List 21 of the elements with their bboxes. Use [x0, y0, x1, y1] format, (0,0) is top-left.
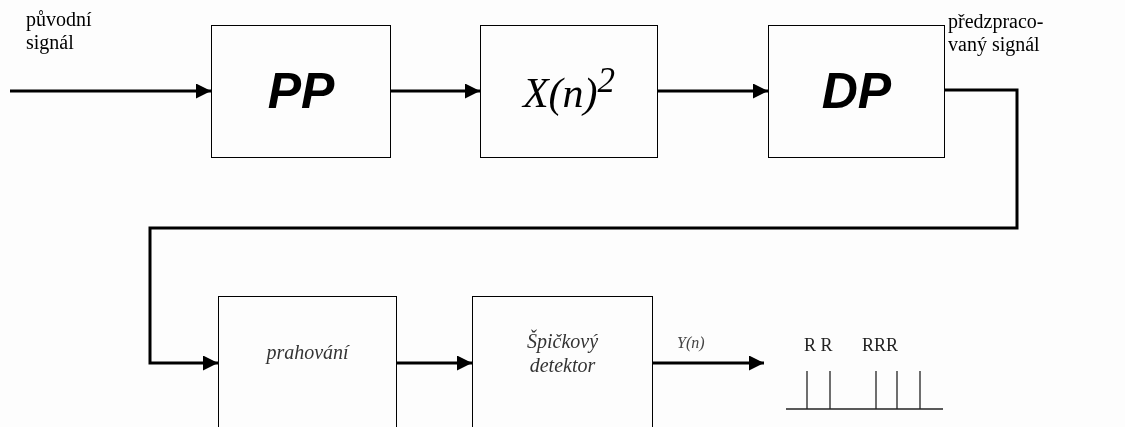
- process-box: [480, 25, 658, 158]
- block-label: prahování: [266, 341, 349, 363]
- process-box: [218, 296, 397, 427]
- peak-label: RRR: [862, 335, 899, 356]
- process-box: [768, 25, 945, 158]
- block-label: Špičkový detektor: [525, 329, 600, 377]
- arrow: [148, 88, 1019, 371]
- edge-label: předzpraco- vaný signál: [948, 10, 1045, 56]
- arrow: [10, 83, 211, 99]
- process-box: [211, 25, 391, 158]
- arrow: [397, 355, 472, 371]
- block-label: PP: [267, 64, 335, 119]
- process-box: [472, 296, 653, 427]
- edge-label: Y(n): [677, 334, 706, 353]
- edge-label: původní signál: [26, 8, 93, 54]
- arrow: [391, 83, 480, 99]
- block-label: DP: [821, 64, 892, 119]
- block-label: X(n)$^{2}$: [522, 62, 616, 117]
- peak-label: R R: [804, 335, 833, 356]
- arrow: [653, 355, 764, 371]
- arrow: [658, 83, 768, 99]
